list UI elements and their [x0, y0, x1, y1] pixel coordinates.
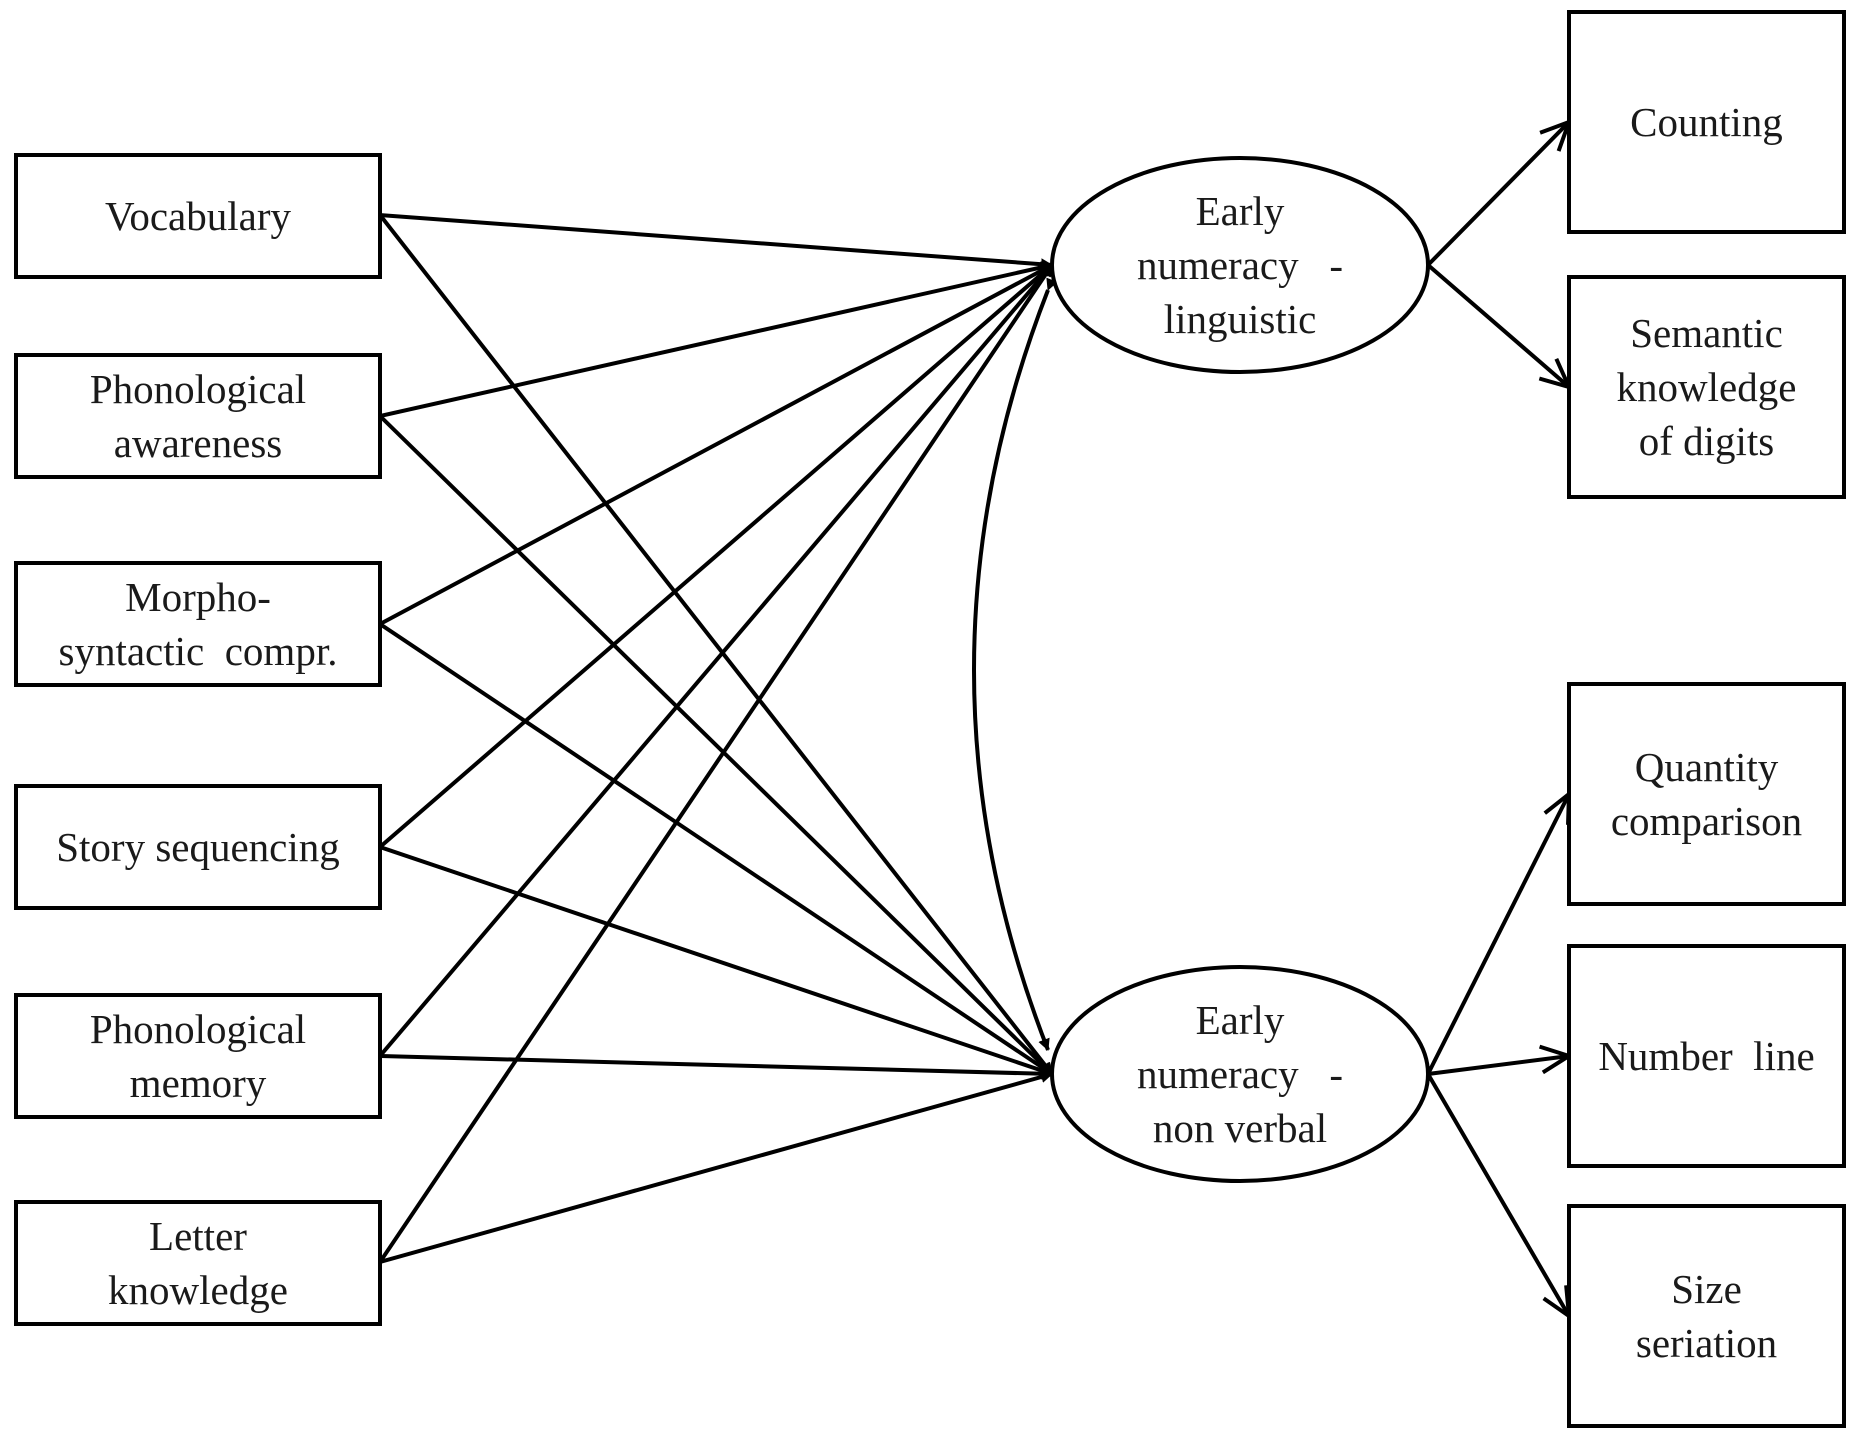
factor-early-numeracy-nonverbal-label: numeracy - [1137, 1051, 1343, 1097]
predictor-phonological-memory-box [14, 993, 382, 1119]
arrow-letter-knowledge-to-early-numeracy-nonverbal [379, 1071, 1053, 1264]
factor-correlation-arrow [972, 277, 1058, 1051]
factor-early-numeracy-nonverbal-label: non verbal [1153, 1105, 1327, 1151]
predictor-phonological-awareness-label: Phonological [90, 366, 306, 412]
arrow-early-numeracy-nonverbal-to-size-seriation [1426, 1072, 1569, 1316]
predictor-phonological-memory: Phonological memory [14, 993, 382, 1119]
predictor-letter-knowledge-box [14, 1200, 382, 1326]
arrow-early-numeracy-nonverbal-to-quantity-comparison [1426, 794, 1569, 1075]
arrow-vocabulary-to-early-numeracy-nonverbal [378, 213, 1054, 1076]
predictor-letter-knowledge: Letter knowledge [14, 1200, 382, 1326]
indicator-semantic-knowledge-label: Semantic [1630, 310, 1783, 356]
predictor-story-sequencing: Story sequencing [14, 784, 382, 910]
arrow-phonological-memory-to-early-numeracy-nonverbal [379, 1054, 1053, 1080]
factor-early-numeracy-linguistic: Early numeracy - linguistic [1050, 156, 1430, 374]
indicator-number-line-label: Number line [1598, 1033, 1814, 1079]
arrow-morpho-syntactic-to-early-numeracy-linguistic [379, 263, 1053, 626]
indicator-semantic-knowledge-label: knowledge [1617, 364, 1797, 410]
arrow-story-sequencing-to-early-numeracy-linguistic [378, 263, 1054, 849]
predictor-letter-knowledge-label: Letter [149, 1213, 247, 1259]
predictor-morpho-syntactic: Morpho-syntactic compr. [14, 561, 382, 687]
factor-early-numeracy-linguistic-label: numeracy - [1137, 242, 1343, 288]
arrow-morpho-syntactic-to-early-numeracy-nonverbal [378, 622, 1054, 1076]
indicator-size-seriation-label: Size [1671, 1266, 1742, 1312]
indicator-counting: Counting [1567, 10, 1846, 234]
indicator-quantity-comparison: Quantity comparison [1567, 682, 1846, 906]
predictor-phonological-awareness-label: awareness [114, 420, 282, 466]
indicator-counting-box [1567, 10, 1846, 234]
indicator-counting-label: Counting [1630, 99, 1783, 145]
arrow-early-numeracy-nonverbal-to-number-line [1427, 1056, 1569, 1076]
arrow-early-numeracy-linguistic-to-semantic-knowledge [1426, 263, 1569, 387]
predictor-vocabulary-label: Vocabulary [105, 193, 291, 239]
indicator-size-seriation-label: seriation [1636, 1320, 1777, 1366]
predictor-story-sequencing-box [14, 784, 382, 910]
predictor-phonological-memory-label: Phonological [90, 1006, 306, 1052]
arrow-early-numeracy-linguistic-to-counting [1426, 122, 1569, 267]
factor-early-numeracy-linguistic-label: linguistic [1164, 296, 1317, 342]
factor-early-numeracy-nonverbal-label: Early [1196, 997, 1285, 1043]
factor-early-numeracy-nonverbal: Early numeracy - non verbal [1050, 965, 1430, 1183]
predictor-phonological-awareness: Phonological awareness [14, 353, 382, 479]
factor-early-numeracy-linguistic-ellipse [1050, 156, 1430, 374]
indicator-quantity-comparison-label: comparison [1611, 798, 1802, 844]
indicator-number-line: Number line [1567, 944, 1846, 1168]
indicator-semantic-knowledge: Semantic knowledge of digits [1567, 275, 1846, 499]
arrow-phonological-awareness-to-early-numeracy-nonverbal [378, 414, 1054, 1076]
predictor-phonological-awareness-box [14, 353, 382, 479]
edges-layer [378, 122, 1569, 1316]
predictor-story-sequencing-label: Story sequencing [56, 824, 340, 870]
arrow-story-sequencing-to-early-numeracy-nonverbal [379, 845, 1053, 1077]
predictor-vocabulary: Vocabulary [14, 153, 382, 279]
arrow-vocabulary-to-early-numeracy-linguistic [379, 213, 1053, 271]
predictor-vocabulary-box [14, 153, 382, 279]
indicator-semantic-knowledge-label: of digits [1639, 418, 1775, 464]
predictor-morpho-syntactic-label: Morpho- [125, 574, 271, 620]
indicator-size-seriation-box [1567, 1204, 1846, 1428]
arrow-letter-knowledge-to-early-numeracy-linguistic [378, 263, 1054, 1264]
predictor-phonological-memory-label: memory [130, 1060, 267, 1106]
predictor-morpho-syntactic-box [14, 561, 382, 687]
predictor-morpho-syntactic-label: syntactic compr. [59, 628, 338, 674]
indicator-semantic-knowledge-box [1567, 275, 1846, 499]
arrow-phonological-awareness-to-early-numeracy-linguistic [379, 261, 1053, 418]
indicator-quantity-comparison-label: Quantity [1635, 744, 1779, 790]
arrow-phonological-memory-to-early-numeracy-linguistic [378, 263, 1054, 1058]
indicator-quantity-comparison-box [1567, 682, 1846, 906]
factor-early-numeracy-nonverbal-ellipse [1050, 965, 1430, 1183]
factor-early-numeracy-linguistic-label: Early [1196, 188, 1285, 234]
predictor-letter-knowledge-label: knowledge [108, 1267, 288, 1313]
indicator-size-seriation: Size seriation [1567, 1204, 1846, 1428]
indicator-number-line-box [1567, 944, 1846, 1168]
